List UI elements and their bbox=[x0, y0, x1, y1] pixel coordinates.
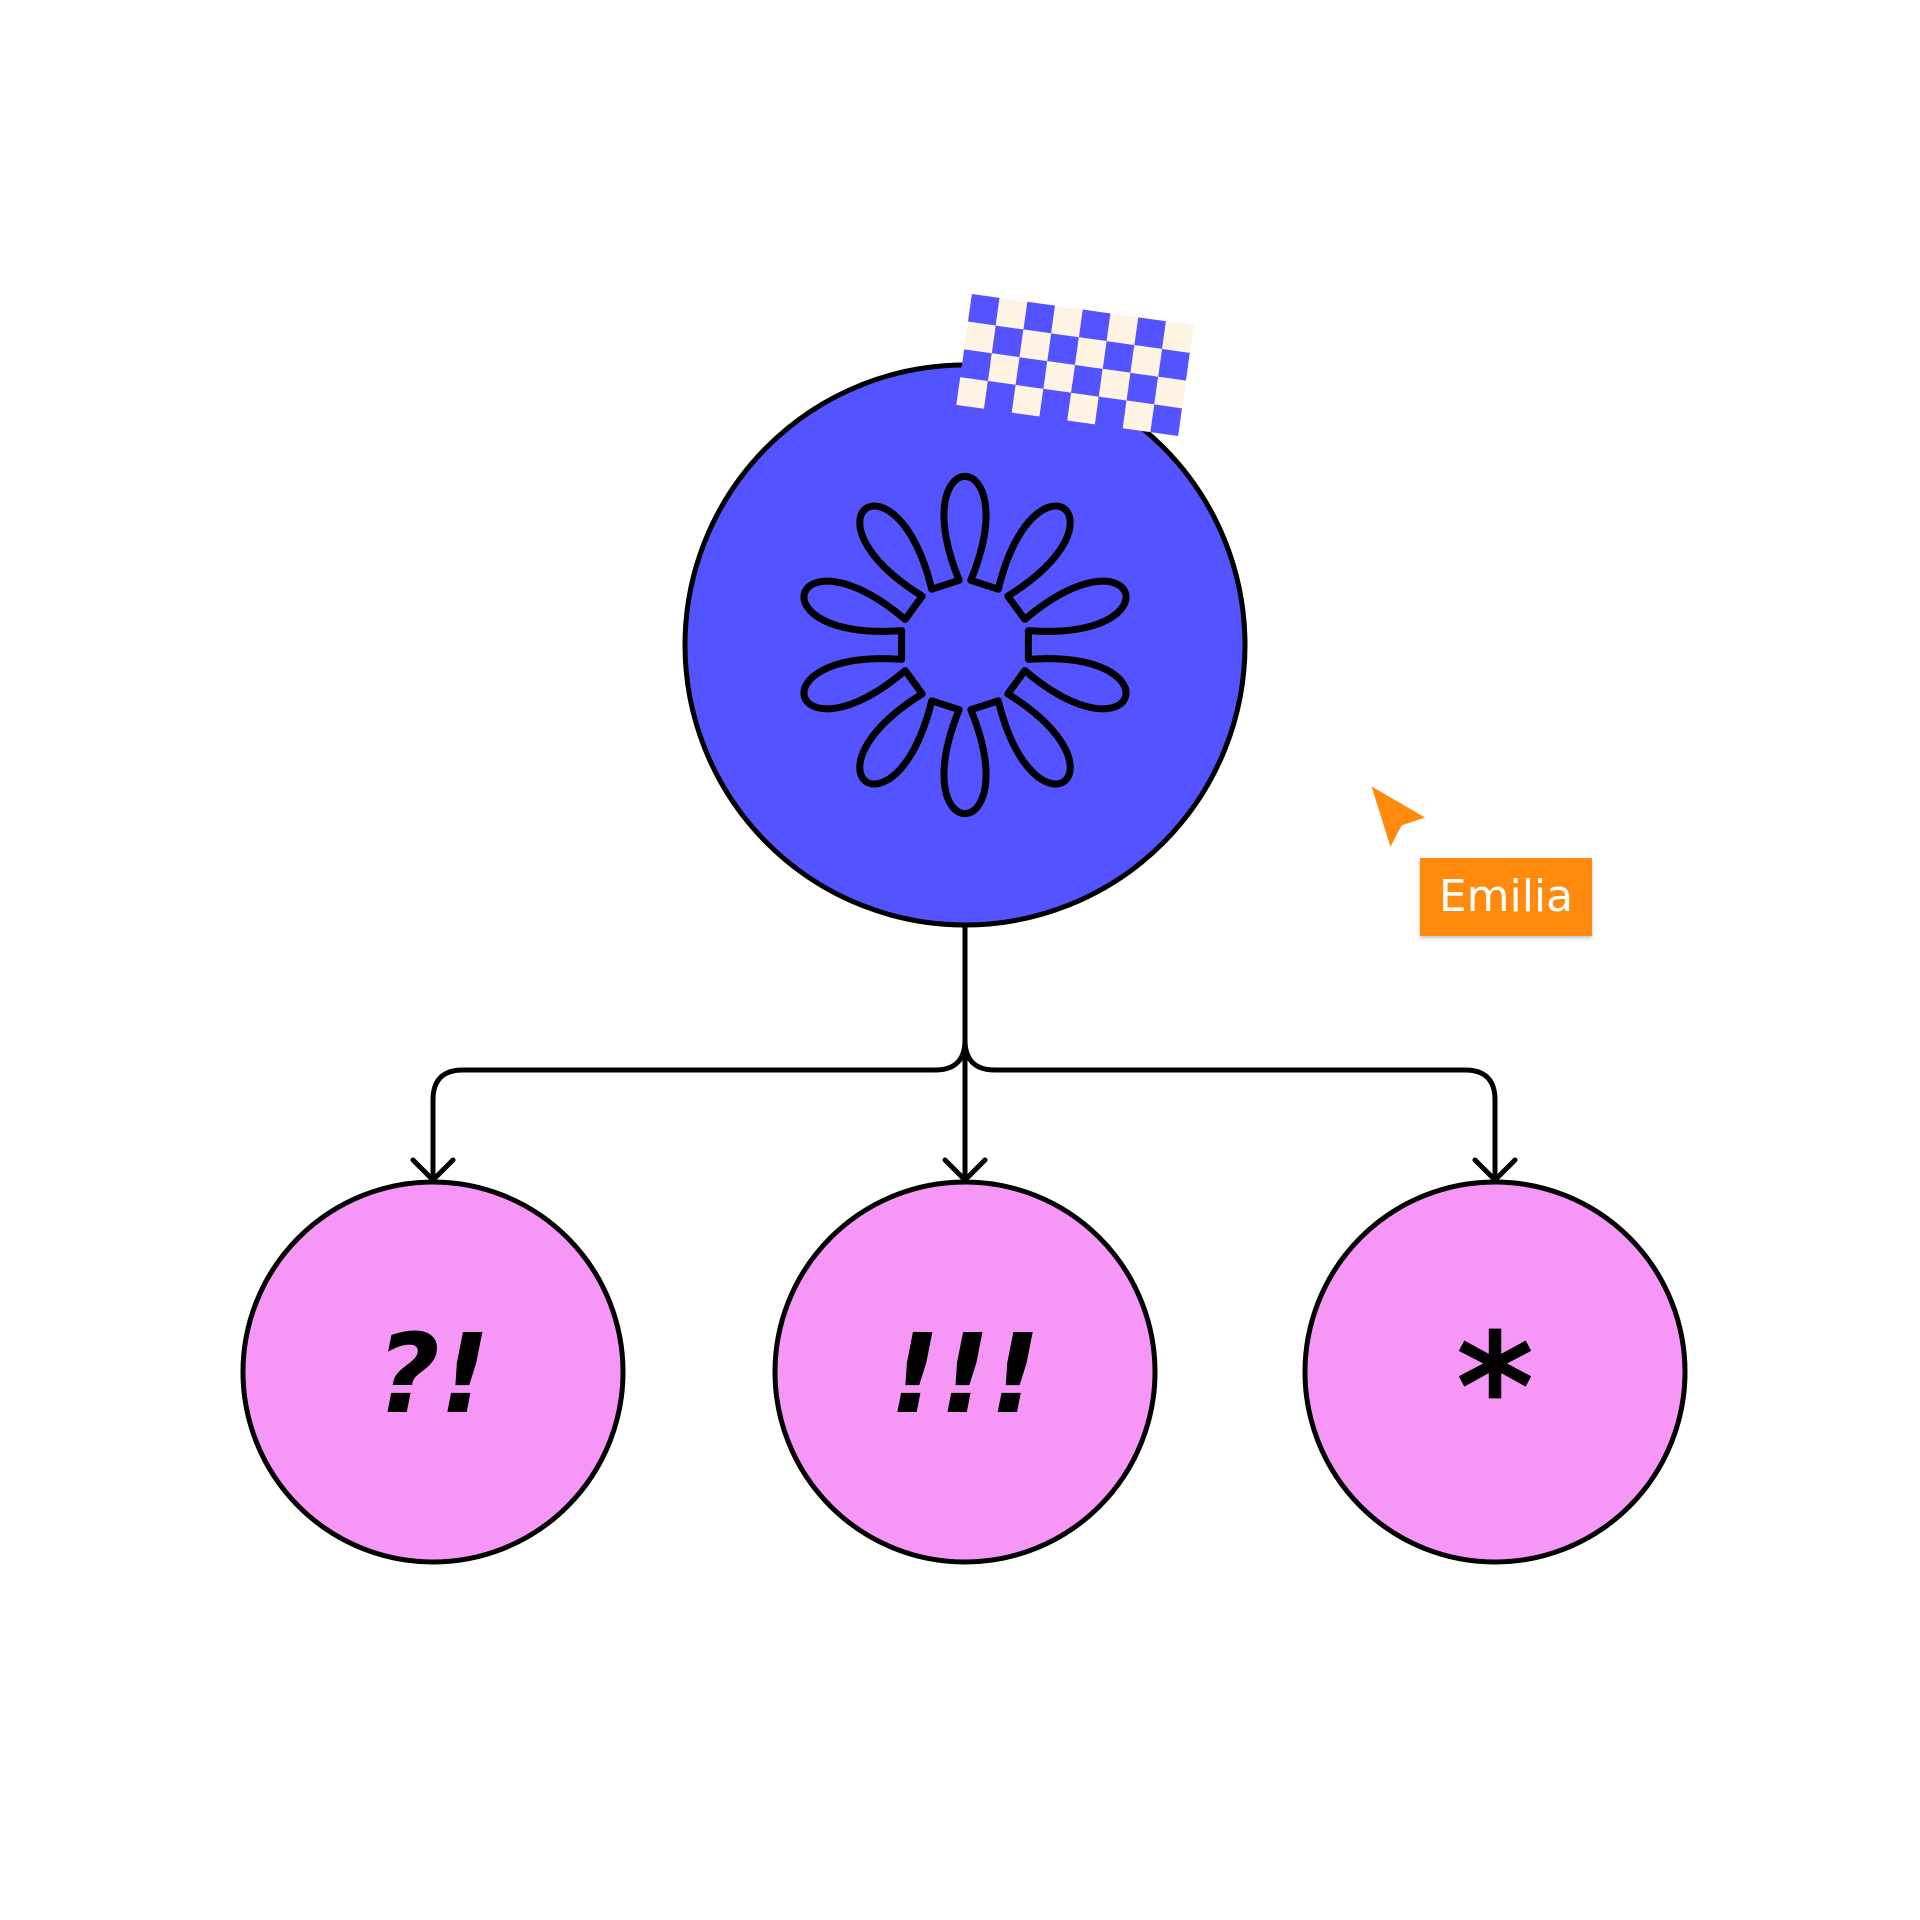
tape-cell bbox=[1047, 333, 1079, 365]
tape-cell bbox=[984, 381, 1016, 413]
tape-cell bbox=[1039, 388, 1072, 421]
tape-cell bbox=[1011, 384, 1044, 417]
tape-cell bbox=[1078, 309, 1111, 342]
tape-cell bbox=[1023, 301, 1056, 334]
child-node-3[interactable]: * bbox=[1302, 1179, 1688, 1565]
tape-cell bbox=[1015, 357, 1048, 389]
tape-cell bbox=[1098, 368, 1131, 401]
tape-cell bbox=[1106, 313, 1139, 346]
connector-lines bbox=[410, 922, 1518, 1183]
tape-cell bbox=[1071, 365, 1103, 397]
tape-cell bbox=[1019, 329, 1052, 362]
tape-cell bbox=[987, 353, 1020, 385]
tape-cell bbox=[1043, 361, 1075, 393]
flower-doodle-icon bbox=[800, 473, 1130, 817]
tape-cell bbox=[1134, 317, 1166, 349]
child-node-2[interactable]: !!! bbox=[772, 1179, 1158, 1565]
tape-cell bbox=[956, 377, 988, 409]
connector-to-child-1 bbox=[430, 922, 968, 1183]
tape-cell bbox=[1162, 321, 1194, 353]
child-node-3-label: * bbox=[1456, 1302, 1534, 1476]
tape-cell bbox=[995, 297, 1028, 330]
tape-cell bbox=[1122, 400, 1155, 433]
tape-cell bbox=[1102, 341, 1135, 373]
tape-cell bbox=[960, 349, 992, 382]
child-node-1[interactable]: ?! bbox=[240, 1179, 626, 1565]
child-node-1-label: ?! bbox=[376, 1310, 490, 1438]
tape-cell bbox=[1126, 372, 1159, 405]
flower-outline bbox=[800, 473, 1130, 817]
tape-cell bbox=[967, 293, 1000, 326]
tape-cell bbox=[1067, 392, 1099, 425]
root-node[interactable] bbox=[682, 362, 1248, 928]
child-node-2-label: !!! bbox=[890, 1310, 1041, 1438]
tape-cell bbox=[1158, 348, 1190, 381]
cursor-arrow-icon bbox=[1366, 780, 1432, 854]
tape-cell bbox=[1094, 396, 1127, 429]
collaborator-name-tag: Emilia bbox=[1420, 858, 1592, 936]
tape-cell bbox=[964, 321, 996, 354]
tape-cell bbox=[1150, 404, 1183, 437]
tape-cell bbox=[1154, 376, 1186, 409]
tape-cell bbox=[1075, 337, 1107, 369]
checkered-tape-decoration bbox=[956, 293, 1194, 437]
tape-cell bbox=[1130, 345, 1163, 377]
tape-cell bbox=[991, 325, 1024, 358]
connector-to-child-3 bbox=[962, 922, 1498, 1183]
tape-cell bbox=[1051, 305, 1083, 338]
